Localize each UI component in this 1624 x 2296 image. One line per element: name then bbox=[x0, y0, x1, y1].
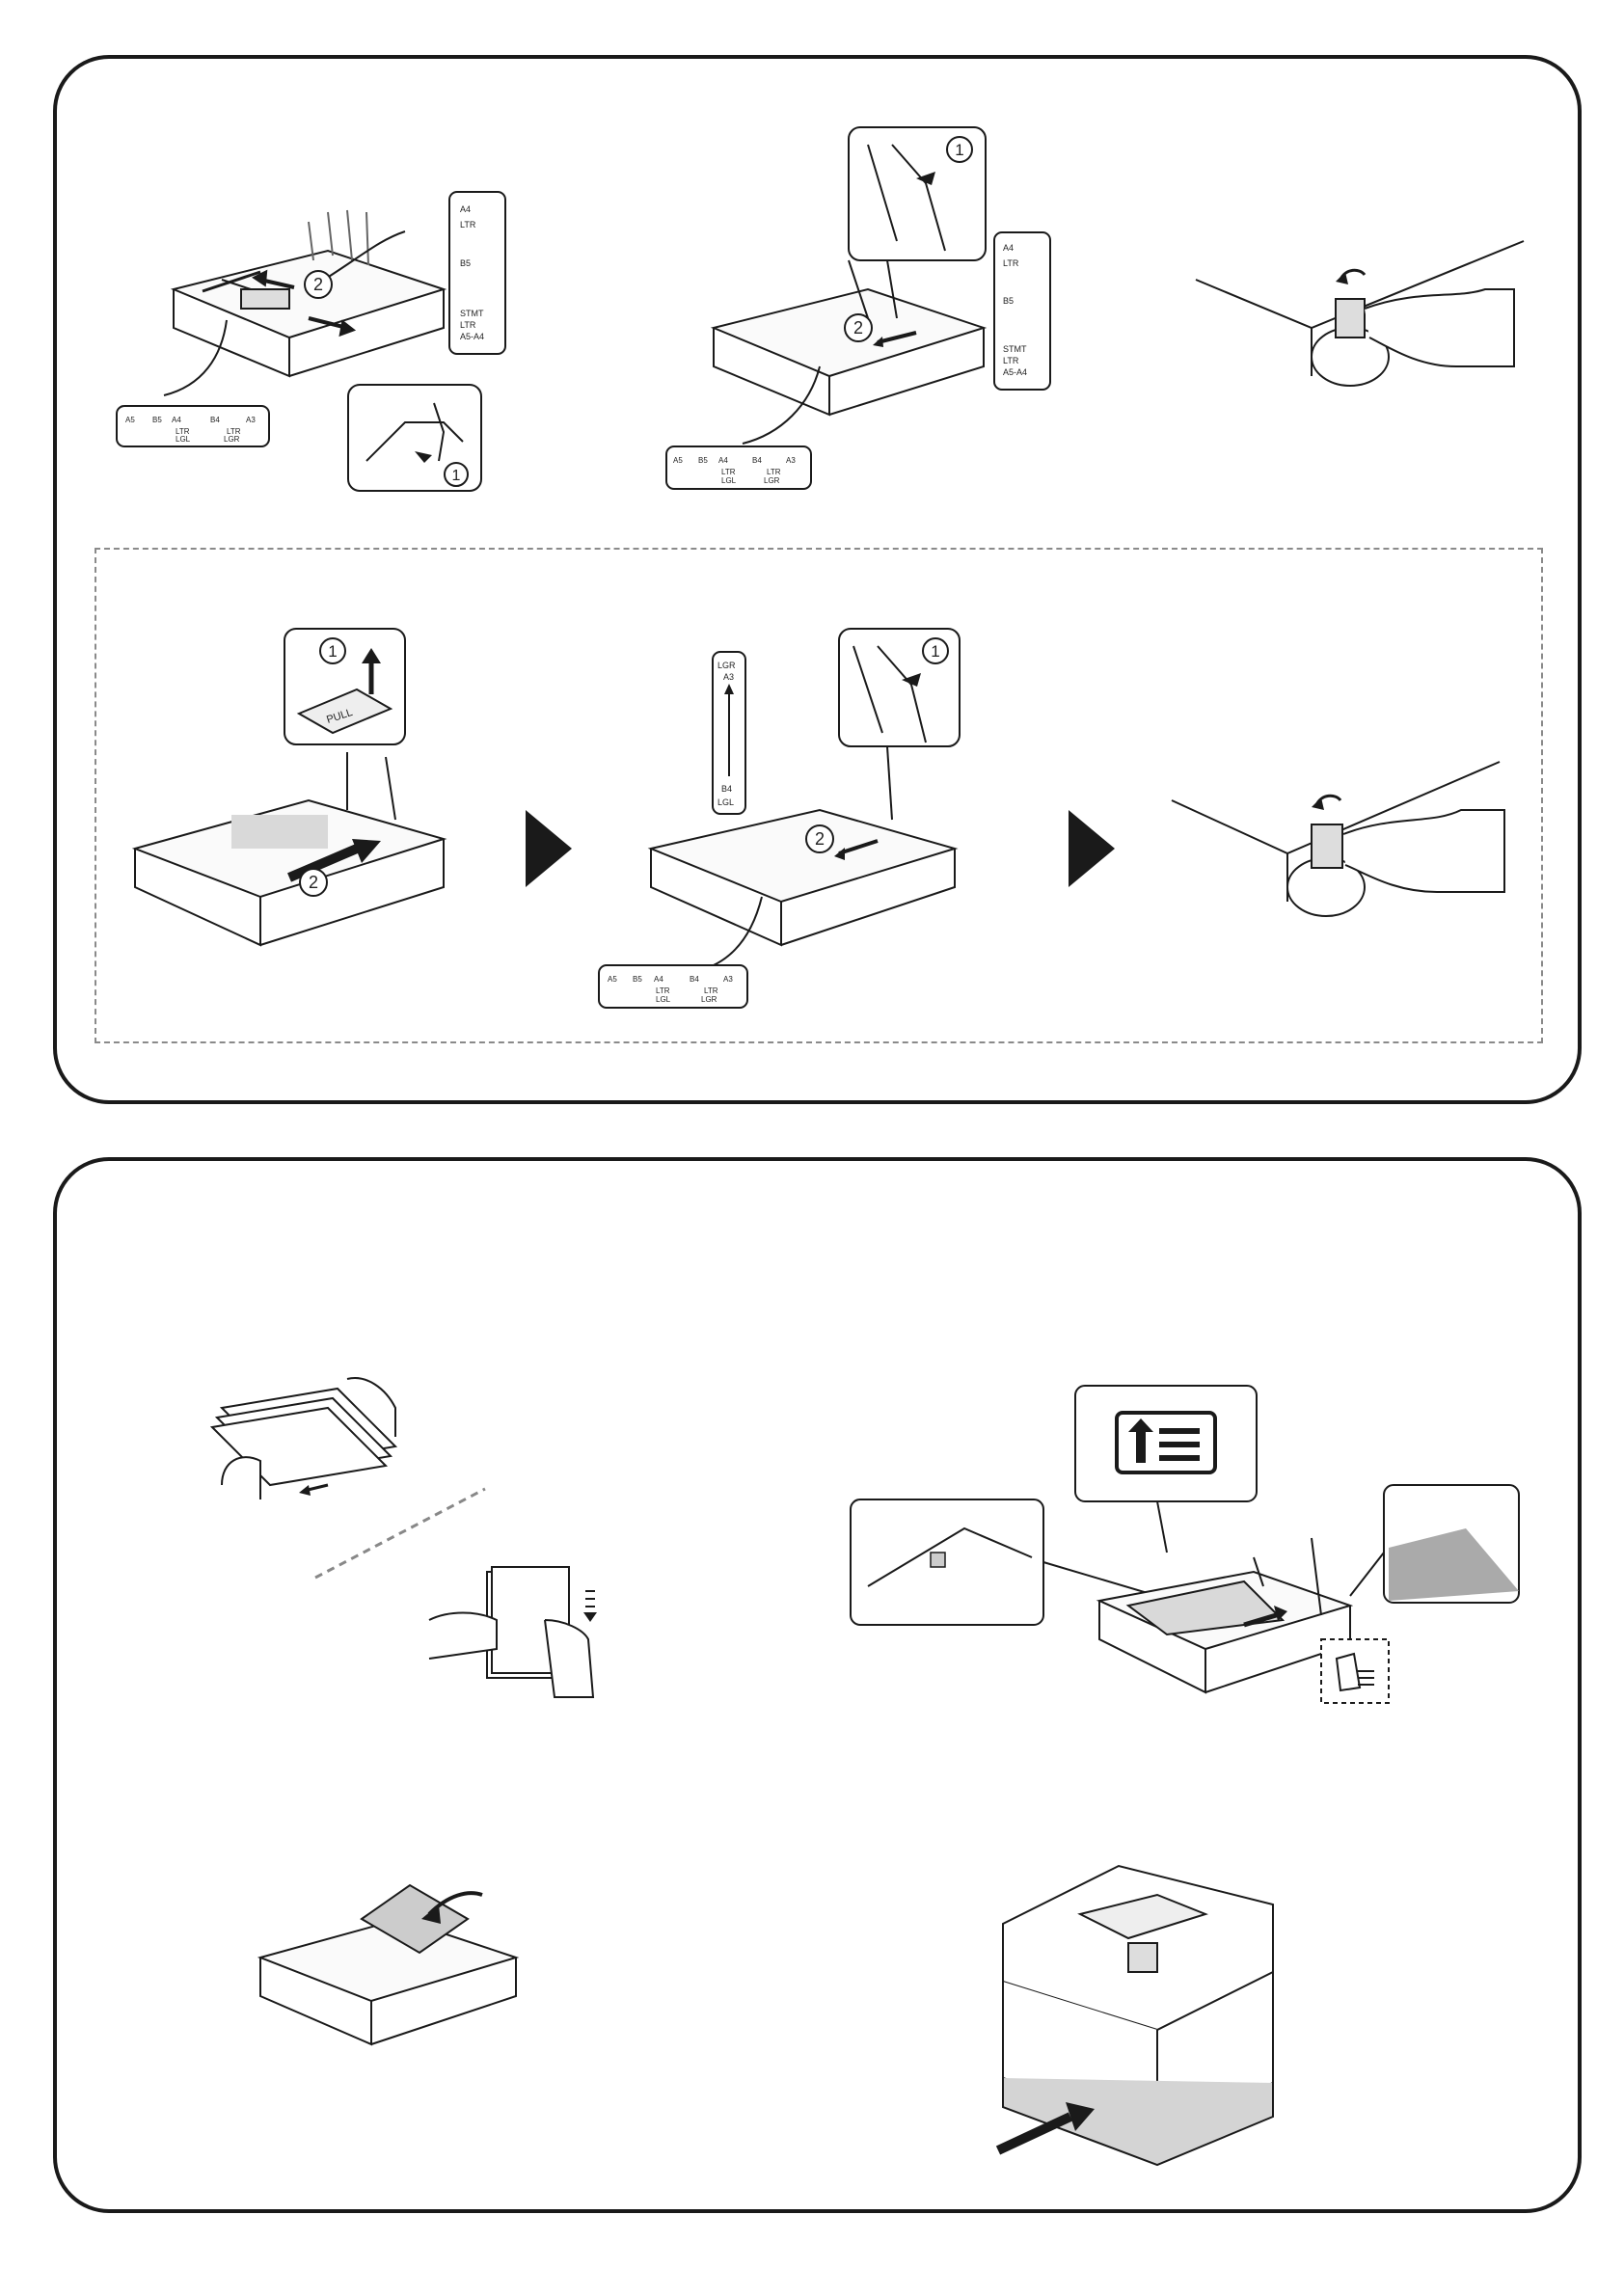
svg-text:B5: B5 bbox=[1003, 296, 1014, 306]
callout-number: 1 bbox=[955, 141, 963, 159]
svg-text:STMT: STMT bbox=[1003, 344, 1027, 354]
svg-text:A5: A5 bbox=[125, 416, 135, 424]
svg-text:LTR: LTR bbox=[656, 986, 670, 995]
svg-text:LTR: LTR bbox=[460, 220, 476, 230]
svg-text:LTR: LTR bbox=[767, 468, 781, 476]
svg-text:B4: B4 bbox=[210, 416, 220, 424]
paper-load-icon bbox=[1117, 1413, 1215, 1472]
tray-extend-illustration: 1 PULL 2 bbox=[125, 627, 473, 993]
play-triangle-icon bbox=[1069, 810, 1115, 887]
svg-text:A5-A4: A5-A4 bbox=[460, 332, 484, 341]
load-paper-illustration bbox=[849, 1384, 1533, 1731]
svg-text:B5: B5 bbox=[698, 456, 708, 465]
svg-text:A4: A4 bbox=[718, 456, 728, 465]
svg-text:A5: A5 bbox=[608, 975, 617, 984]
play-triangle-icon bbox=[526, 810, 572, 887]
callout-number: 1 bbox=[931, 642, 939, 661]
callout-number: 2 bbox=[309, 873, 318, 892]
svg-text:LGR: LGR bbox=[717, 661, 736, 670]
svg-text:LGR: LGR bbox=[701, 995, 717, 1004]
callout-number: 2 bbox=[815, 829, 825, 849]
svg-text:A4: A4 bbox=[172, 416, 181, 424]
align-paper-illustration bbox=[420, 1562, 612, 1707]
svg-text:B5: B5 bbox=[460, 258, 471, 268]
svg-text:LGR: LGR bbox=[224, 435, 240, 444]
svg-text:B5: B5 bbox=[633, 975, 642, 984]
paper-size-dial-illustration bbox=[1172, 757, 1538, 950]
svg-text:STMT: STMT bbox=[460, 309, 484, 318]
svg-text:LGL: LGL bbox=[656, 995, 671, 1004]
svg-text:B4: B4 bbox=[752, 456, 762, 465]
svg-text:LGL: LGL bbox=[717, 797, 734, 807]
guide-lock-detail: 1 bbox=[347, 384, 482, 492]
svg-text:A4: A4 bbox=[460, 204, 471, 214]
next-step-arrow bbox=[1069, 810, 1117, 887]
next-step-arrow bbox=[526, 810, 574, 887]
svg-text:LTR: LTR bbox=[1003, 258, 1019, 268]
svg-text:A5-A4: A5-A4 bbox=[1003, 367, 1027, 377]
close-tray-cover-illustration bbox=[256, 1866, 526, 2107]
svg-text:A3: A3 bbox=[723, 975, 733, 984]
svg-text:LTR: LTR bbox=[460, 320, 476, 330]
callout-number: 1 bbox=[328, 642, 337, 661]
svg-text:LTR: LTR bbox=[1003, 356, 1019, 365]
paper-size-dial-illustration bbox=[1196, 231, 1553, 415]
tray-large-length-guide-illustration: 1 2 bbox=[646, 627, 984, 1013]
svg-text:LGL: LGL bbox=[721, 476, 737, 485]
svg-text:B4: B4 bbox=[721, 784, 732, 794]
svg-text:A4: A4 bbox=[654, 975, 663, 984]
svg-text:B5: B5 bbox=[152, 416, 162, 424]
svg-text:A3: A3 bbox=[723, 672, 734, 682]
svg-text:A3: A3 bbox=[246, 416, 256, 424]
svg-text:LTR: LTR bbox=[721, 468, 736, 476]
svg-text:B4: B4 bbox=[690, 975, 699, 984]
svg-text:A3: A3 bbox=[786, 456, 796, 465]
svg-text:LGL: LGL bbox=[176, 435, 191, 444]
svg-text:A4: A4 bbox=[1003, 243, 1014, 253]
callout-number: 1 bbox=[452, 468, 461, 484]
svg-text:A5: A5 bbox=[673, 456, 683, 465]
callout-number: 2 bbox=[853, 318, 863, 338]
callout-number: 2 bbox=[313, 275, 323, 294]
svg-text:LTR: LTR bbox=[704, 986, 718, 995]
svg-text:LGR: LGR bbox=[764, 476, 780, 485]
insert-tray-printer-illustration bbox=[993, 1856, 1312, 2184]
